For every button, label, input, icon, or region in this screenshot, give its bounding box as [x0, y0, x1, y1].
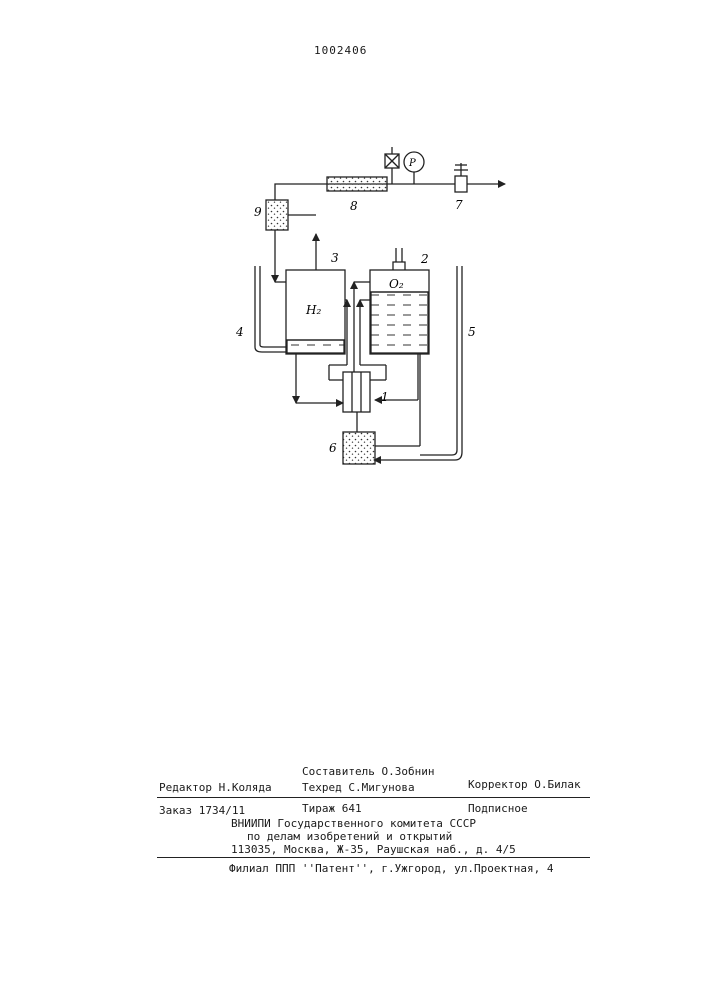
label-8: 8	[350, 199, 358, 213]
label-2: 2	[420, 252, 429, 266]
corrector: Корректор О.Билак	[468, 778, 581, 791]
label-5: 5	[468, 325, 476, 339]
label-6: 6	[329, 441, 337, 455]
editor: Редактор Н.Коляда	[159, 781, 272, 794]
regulator-7	[455, 176, 467, 192]
electrolyser-1	[343, 372, 370, 412]
label-4: 4	[235, 325, 244, 339]
filter-9	[266, 200, 288, 230]
subscription: Подписное	[468, 802, 528, 815]
org-line-3: 113035, Москва, Ж-35, Раушская наб., д. …	[231, 843, 516, 856]
branch: Филиал ППП ''Патент'', г.Ужгород, ул.Про…	[229, 862, 554, 875]
order: Заказ 1734/11	[159, 804, 245, 817]
label-h2: H₂	[305, 303, 321, 317]
label-o2: O₂	[389, 277, 404, 291]
label-3: 3	[331, 251, 339, 265]
divider-bottom	[157, 857, 590, 858]
filter-6	[343, 432, 375, 464]
label-p: P	[408, 158, 416, 169]
org-line-2: по делам изобретений и открытий	[247, 830, 452, 843]
org-line-1: ВНИИПИ Государственного комитета СССР	[231, 817, 476, 830]
pipe-top-line	[275, 184, 505, 200]
filter-8	[327, 177, 387, 191]
techred: Техред С.Мигунова	[302, 781, 415, 794]
label-1: 1	[381, 390, 389, 404]
divider-top	[157, 797, 590, 798]
compiler: Составитель О.Зобнин	[302, 765, 434, 778]
circulation: Тираж 641	[302, 802, 362, 815]
label-9: 9	[254, 205, 262, 219]
label-7: 7	[455, 198, 463, 212]
